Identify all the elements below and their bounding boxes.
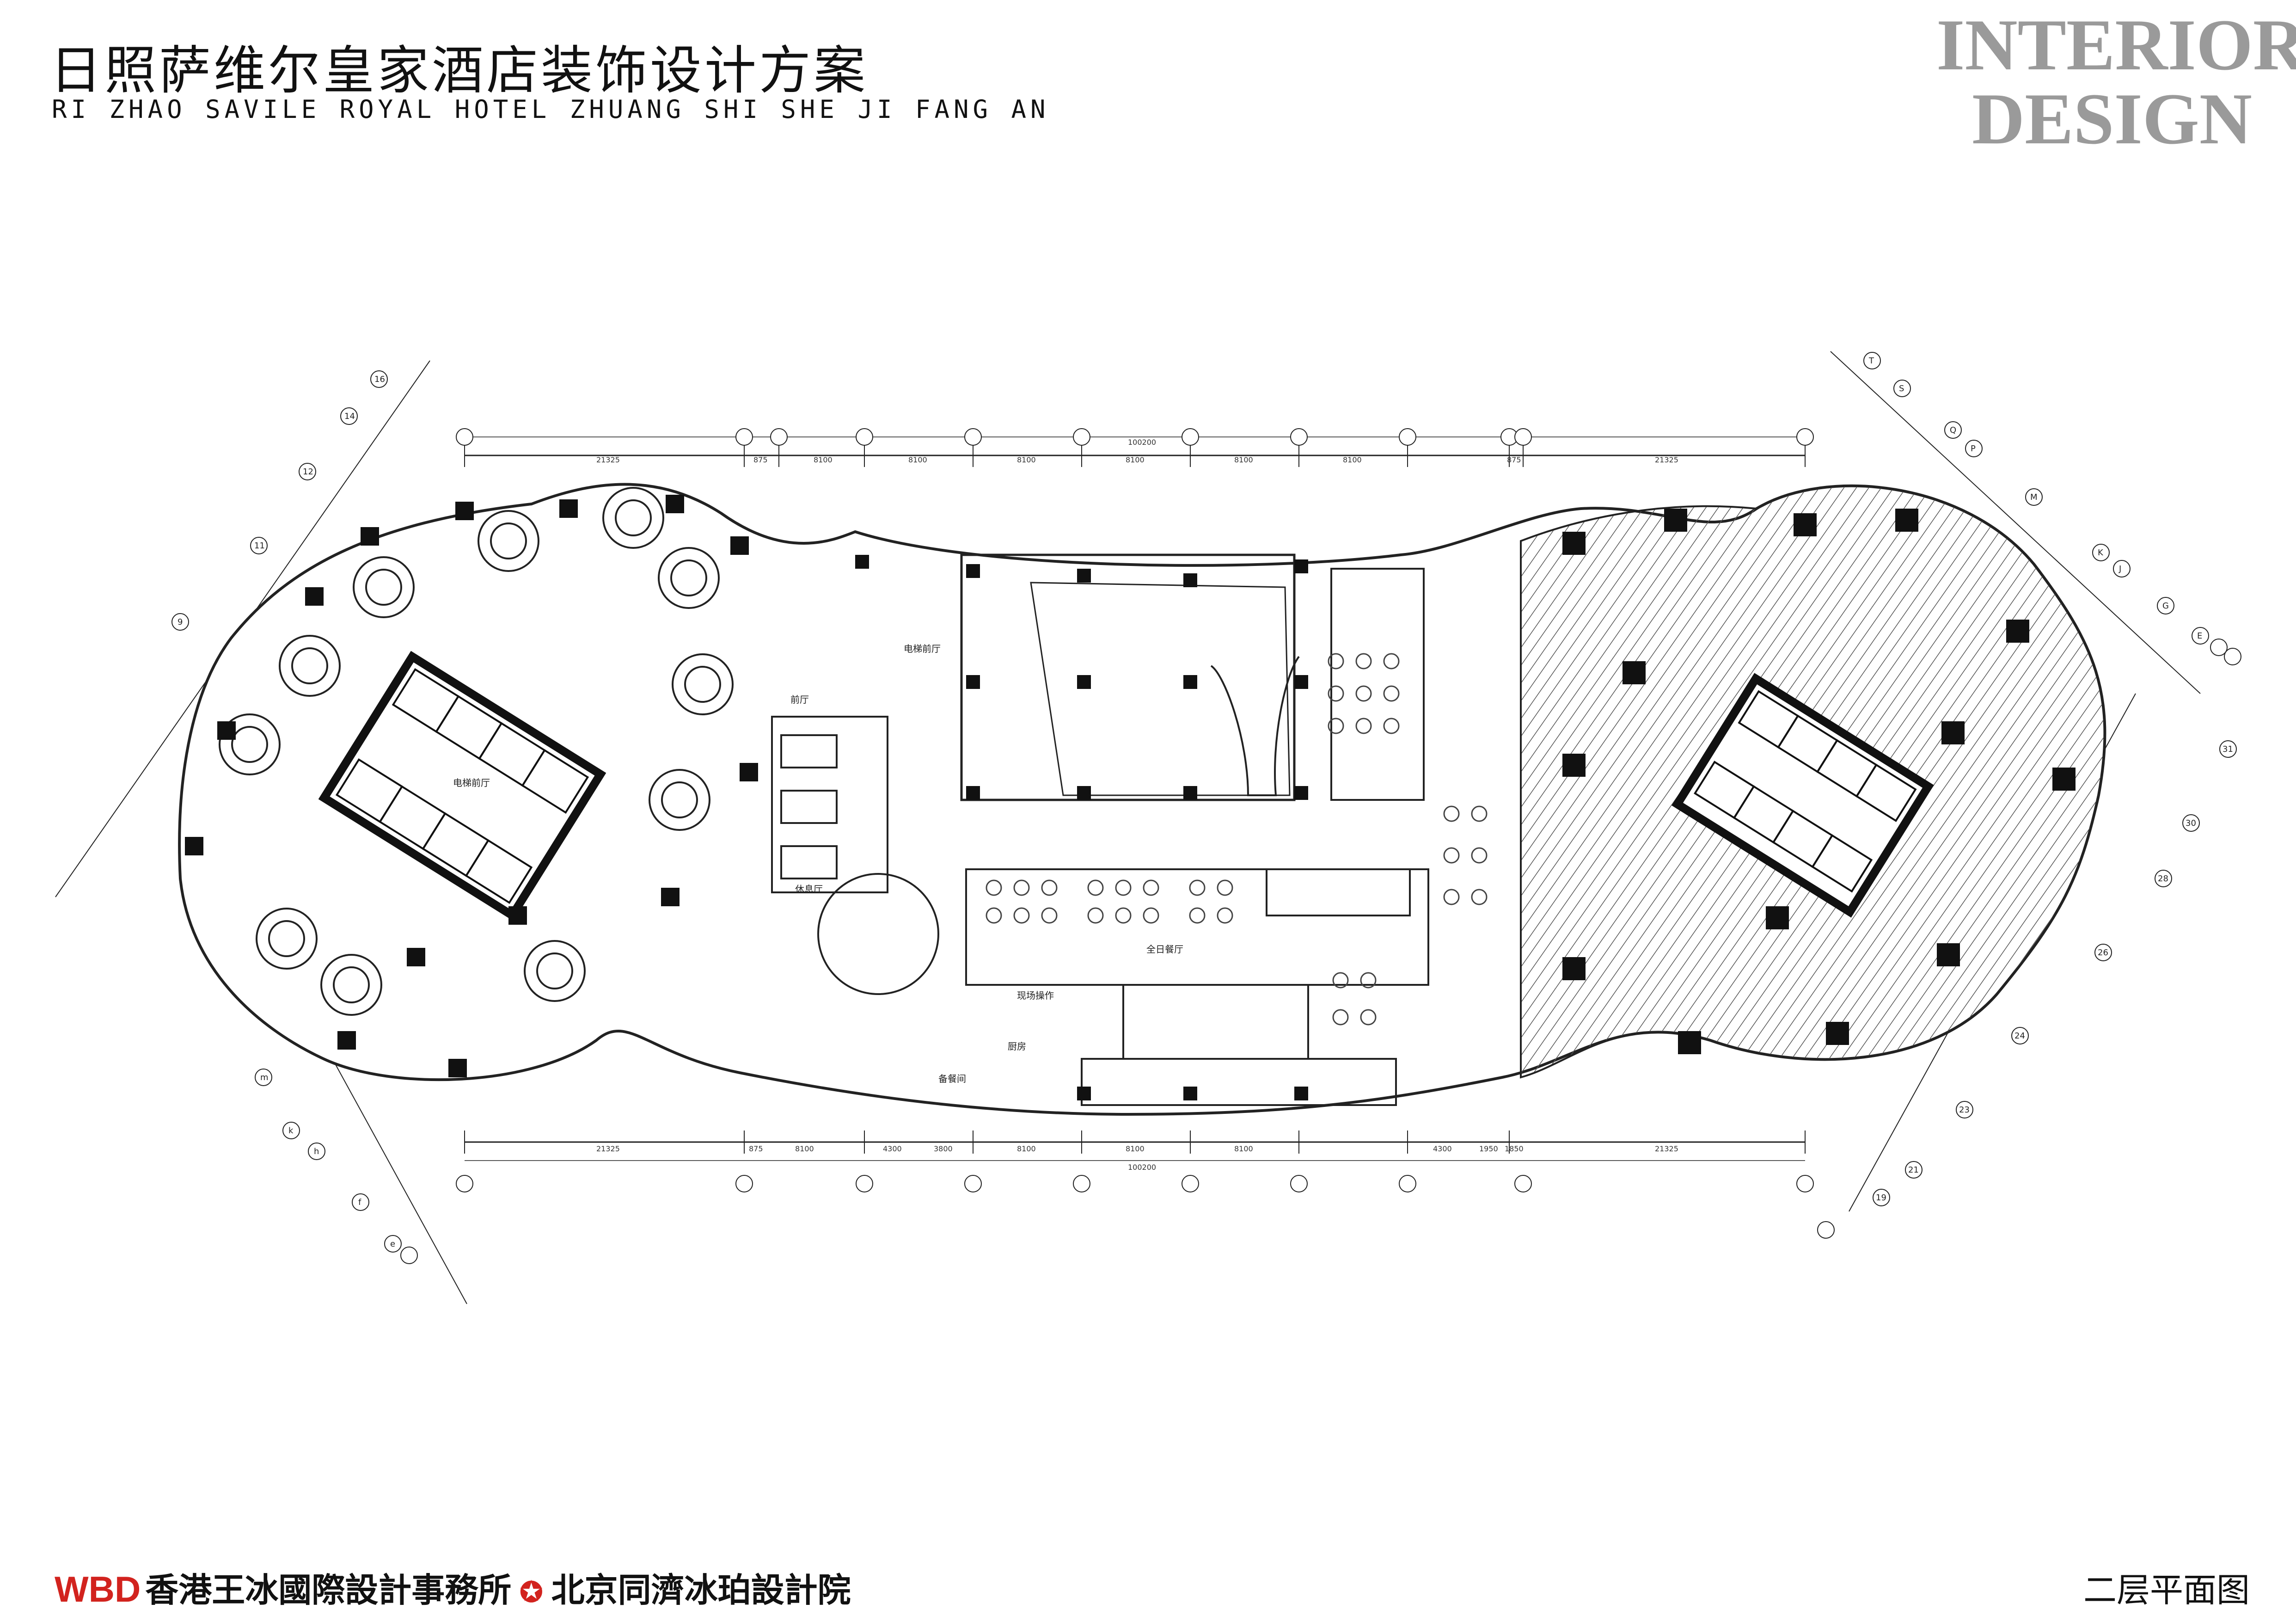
dim-bottom-span-3: 8100	[795, 1144, 814, 1153]
dim-bottom-span-2: 875	[749, 1144, 763, 1153]
axis-left-k: k	[288, 1126, 294, 1136]
left-core	[318, 651, 606, 922]
dim-bottom-span-11: 1850	[1505, 1144, 1524, 1153]
lounge-block	[771, 716, 888, 893]
dim-top-span-7: 8100	[1234, 455, 1253, 464]
top-dimension-ticks	[464, 444, 1806, 1154]
label-show-kitchen: 现场操作	[1017, 990, 1054, 1001]
dim-bottom-span-8: 8100	[1234, 1144, 1253, 1153]
axis-left-11: 11	[254, 541, 265, 551]
dim-bottom-span-4: 4300	[883, 1144, 902, 1153]
dining-tables	[986, 653, 1488, 1026]
axis-left-16: 16	[374, 375, 385, 384]
top-dimension-line	[465, 436, 1805, 1161]
dim-bottom-span-10: 1950	[1479, 1144, 1498, 1153]
dim-bottom-span-6: 8100	[1017, 1144, 1036, 1153]
axis-right-26: 26	[2098, 948, 2108, 958]
axis-left-f: f	[358, 1198, 361, 1207]
brand-mark: INTERIOR DESIGN	[1936, 5, 2296, 160]
label-elevator-lobby-left: 电梯前厅	[453, 777, 490, 788]
axis-right-23: 23	[1959, 1105, 1970, 1115]
axis-right-21: 21	[1908, 1165, 1919, 1175]
dim-top-span-8: 8100	[1343, 455, 1362, 464]
right-core	[1671, 673, 1934, 918]
axis-right-M: M	[2030, 492, 2038, 502]
dim-top-span-5: 8100	[1017, 455, 1036, 464]
axis-right-Q: Q	[1950, 425, 1956, 435]
axis-right-28: 28	[2158, 874, 2168, 884]
label-all-day-dining: 全日餐厅	[1146, 944, 1183, 955]
drawing-title: 二层平面图	[2083, 1571, 2250, 1610]
axis-right-P: P	[1971, 444, 1976, 454]
dim-top-span-1: 21325	[596, 455, 620, 464]
dim-top-span-6: 8100	[1126, 455, 1145, 464]
axis-left-9: 9	[178, 617, 183, 627]
dim-top-span-9: 875	[1507, 455, 1521, 464]
axis-right-J: J	[2118, 564, 2121, 574]
axis-bubbles-top	[456, 428, 1814, 1192]
brand-line-2: DESIGN	[1972, 79, 2252, 160]
round-lobby	[817, 873, 939, 995]
label-kitchen: 厨房	[1008, 1041, 1026, 1052]
title-chinese: 日照萨维尔皇家酒店装饰设计方案	[50, 41, 868, 101]
label-elevator-lobby-center: 电梯前厅	[904, 643, 941, 654]
axis-right-31: 31	[2223, 744, 2233, 754]
round-tables	[219, 487, 734, 1016]
axis-right-K: K	[2098, 548, 2104, 558]
title-english: RI ZHAO SAVILE ROYAL HOTEL ZHUANG SHI SH…	[52, 95, 1050, 124]
axis-right-T: T	[1868, 356, 1874, 366]
separator-icon: ✪	[520, 1576, 543, 1609]
dining-block	[965, 568, 1429, 1106]
label-pantry: 备餐间	[938, 1073, 966, 1084]
axis-left-h: h	[314, 1147, 319, 1156]
dim-top-span-10: 21325	[1655, 455, 1678, 464]
axis-left-14: 14	[344, 412, 355, 421]
dim-bottom-span-9: 4300	[1433, 1144, 1452, 1153]
dim-top-span-3: 8100	[814, 455, 833, 464]
dim-top-span-4: 8100	[908, 455, 927, 464]
dim-top-span-2: 875	[753, 455, 768, 464]
axis-right-G: G	[2162, 601, 2169, 611]
axis-left-e: e	[390, 1239, 395, 1249]
axis-right-S: S	[1899, 384, 1904, 393]
label-lounge: 休息厅	[795, 884, 823, 895]
columns	[185, 495, 2076, 1100]
dim-bottom-span-7: 8100	[1126, 1144, 1145, 1153]
dim-bottom-span-5: 3800	[934, 1144, 953, 1153]
wbd-logo: WBD	[55, 1569, 141, 1610]
dim-top-total: 100200	[1128, 438, 1156, 447]
axis-right-24: 24	[2014, 1031, 2025, 1041]
dim-bottom-span-1: 21325	[596, 1144, 620, 1153]
axis-left-12: 12	[303, 467, 313, 477]
axis-right-19: 19	[1876, 1193, 1886, 1203]
firm-2: 北京同濟冰珀設計院	[551, 1570, 851, 1610]
label-reception: 前厅	[790, 694, 809, 705]
brand-line-1: INTERIOR	[1936, 5, 2296, 86]
firm-1: 香港王冰國際設計事務所	[145, 1570, 512, 1610]
dim-bottom-span-12: 21325	[1655, 1144, 1678, 1153]
axis-right-30: 30	[2186, 818, 2196, 828]
axis-left-m: m	[260, 1073, 269, 1082]
axis-right-E: E	[2197, 631, 2202, 641]
dim-bottom-total: 100200	[1128, 1163, 1156, 1172]
